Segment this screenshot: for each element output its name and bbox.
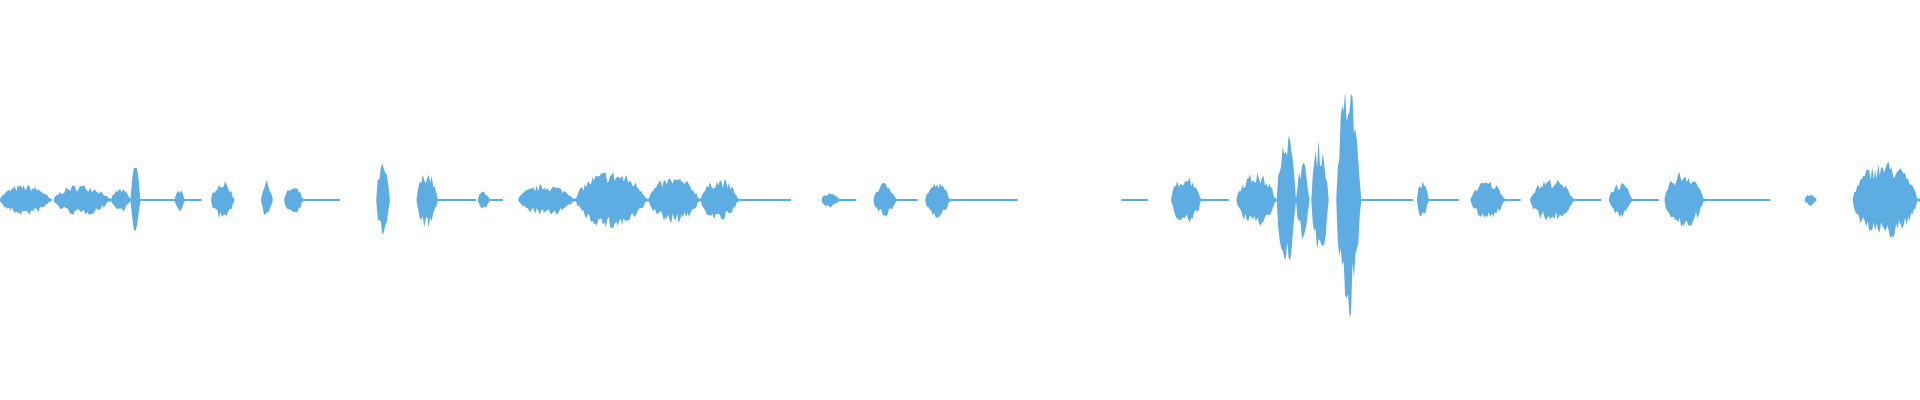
waveform-segment-5 [211, 181, 235, 219]
waveform-baseline-0 [140, 199, 202, 201]
waveform-segment-21 [1296, 162, 1310, 240]
waveform-segment-27 [1609, 183, 1632, 218]
waveform-baseline-11 [1428, 199, 1460, 201]
waveform-baseline-2 [437, 199, 477, 201]
waveform-segment-16 [873, 182, 897, 217]
waveform-segment-7 [284, 188, 304, 213]
waveform-segment-8 [376, 163, 390, 235]
waveform-segment-13 [649, 178, 701, 224]
waveform-segment-12 [576, 171, 649, 228]
waveform-segment-29 [1804, 194, 1817, 206]
waveform-segment-1 [53, 185, 112, 215]
waveform-segment-18 [1171, 177, 1202, 223]
waveform-baseline-4 [739, 199, 791, 201]
waveform-segment-24 [1417, 181, 1429, 216]
waveform-segment-26 [1530, 179, 1575, 220]
waveform-baseline-9 [1201, 199, 1229, 201]
waveform-baseline-5 [839, 199, 857, 201]
waveform-segment-20 [1276, 135, 1296, 261]
waveform-baseline-13 [1574, 199, 1602, 201]
waveform-baseline-15 [1705, 199, 1771, 201]
waveform-baseline-3 [489, 199, 503, 201]
waveform-baseline-12 [1505, 199, 1521, 201]
waveform-segment-15 [821, 193, 839, 208]
waveform-segment-28 [1664, 172, 1705, 227]
waveform-segment-2 [111, 188, 131, 212]
waveform-segment-6 [261, 180, 273, 215]
waveform-segment-23 [1336, 90, 1362, 318]
waveform-baseline-14 [1632, 199, 1659, 201]
waveform-baseline-10 [1361, 199, 1414, 201]
waveform-segment-22 [1311, 139, 1329, 250]
waveform-segment-3 [130, 167, 141, 232]
waveform-segment-11 [518, 184, 576, 215]
waveform-baseline-1 [303, 199, 340, 201]
waveform-segment-25 [1470, 181, 1506, 218]
waveform-baseline-6 [896, 199, 918, 201]
waveform-segment-17 [925, 183, 951, 218]
waveform-segment-10 [478, 191, 490, 209]
waveform-segment-19 [1236, 172, 1277, 226]
waveform-segment-4 [174, 190, 185, 211]
waveform-segment-30 [1852, 162, 1920, 238]
waveform-segment-0 [0, 184, 52, 216]
waveform-segment-9 [416, 174, 438, 228]
waveform-baseline-8 [1121, 199, 1149, 201]
waveform-baseline-7 [950, 199, 1018, 201]
waveform-segment-14 [700, 180, 740, 220]
